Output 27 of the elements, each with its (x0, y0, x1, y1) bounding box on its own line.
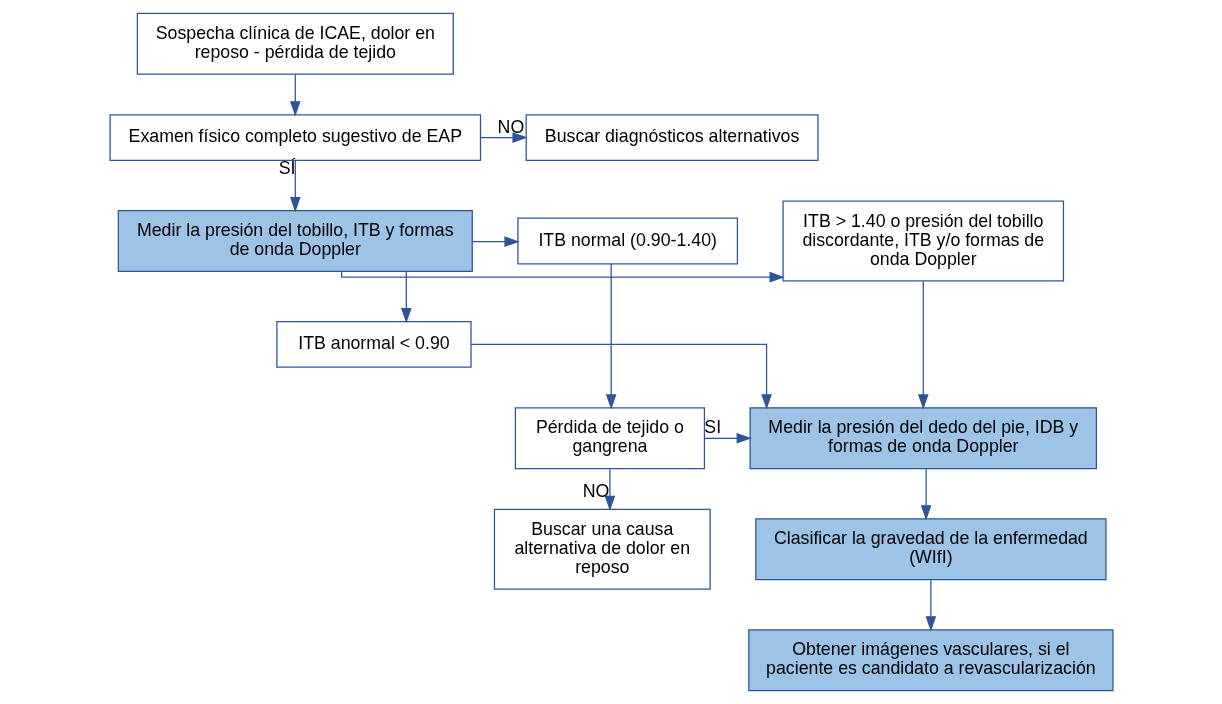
node-box: ITB > 1.40 o presión del tobillo discordante, ITB y/o formas de onda Doppler (781, 200, 1064, 282)
node-box: Clasificar la gravedad de la enfermedad (WIfI) (754, 518, 1107, 581)
arrow (703, 432, 752, 444)
node-box: Medir la presión del dedo del pie, IDB y formas de onda Doppler (748, 407, 1097, 470)
arrow (917, 280, 929, 410)
arrow (400, 270, 412, 324)
node-box: Buscar una causa alternativa de dolor en reposo (493, 508, 711, 590)
node-box: ITB normal (0.90-1.40) (516, 217, 738, 265)
arrow (925, 579, 936, 632)
node-box: ITB anormal < 0.90 (275, 320, 472, 368)
arrow (605, 263, 616, 410)
arrow (289, 73, 301, 117)
edge-label: SI (703, 417, 721, 438)
arrow (920, 468, 931, 521)
edge-label: NO (497, 116, 524, 137)
arrow (479, 132, 528, 143)
arrow (289, 159, 301, 213)
node-box: Obtener imágenes vasculares, si el paciente es candidato a revascularización (747, 629, 1114, 692)
node-box: Sospecha clínica de ICAE, dolor en reposo - pérdida de tejido (136, 12, 454, 75)
edge-label: NO (582, 480, 609, 501)
node-box: Medir la presión del tobillo, ITB y formas de onda Doppler (117, 209, 473, 273)
arrow (604, 468, 615, 511)
node-box: Pérdida de tejido o gangrena (514, 407, 705, 470)
arrow (469, 343, 772, 410)
node-box: Buscar diagnósticos alternativos (525, 114, 819, 162)
arrow (471, 236, 520, 247)
arrow (340, 270, 785, 283)
